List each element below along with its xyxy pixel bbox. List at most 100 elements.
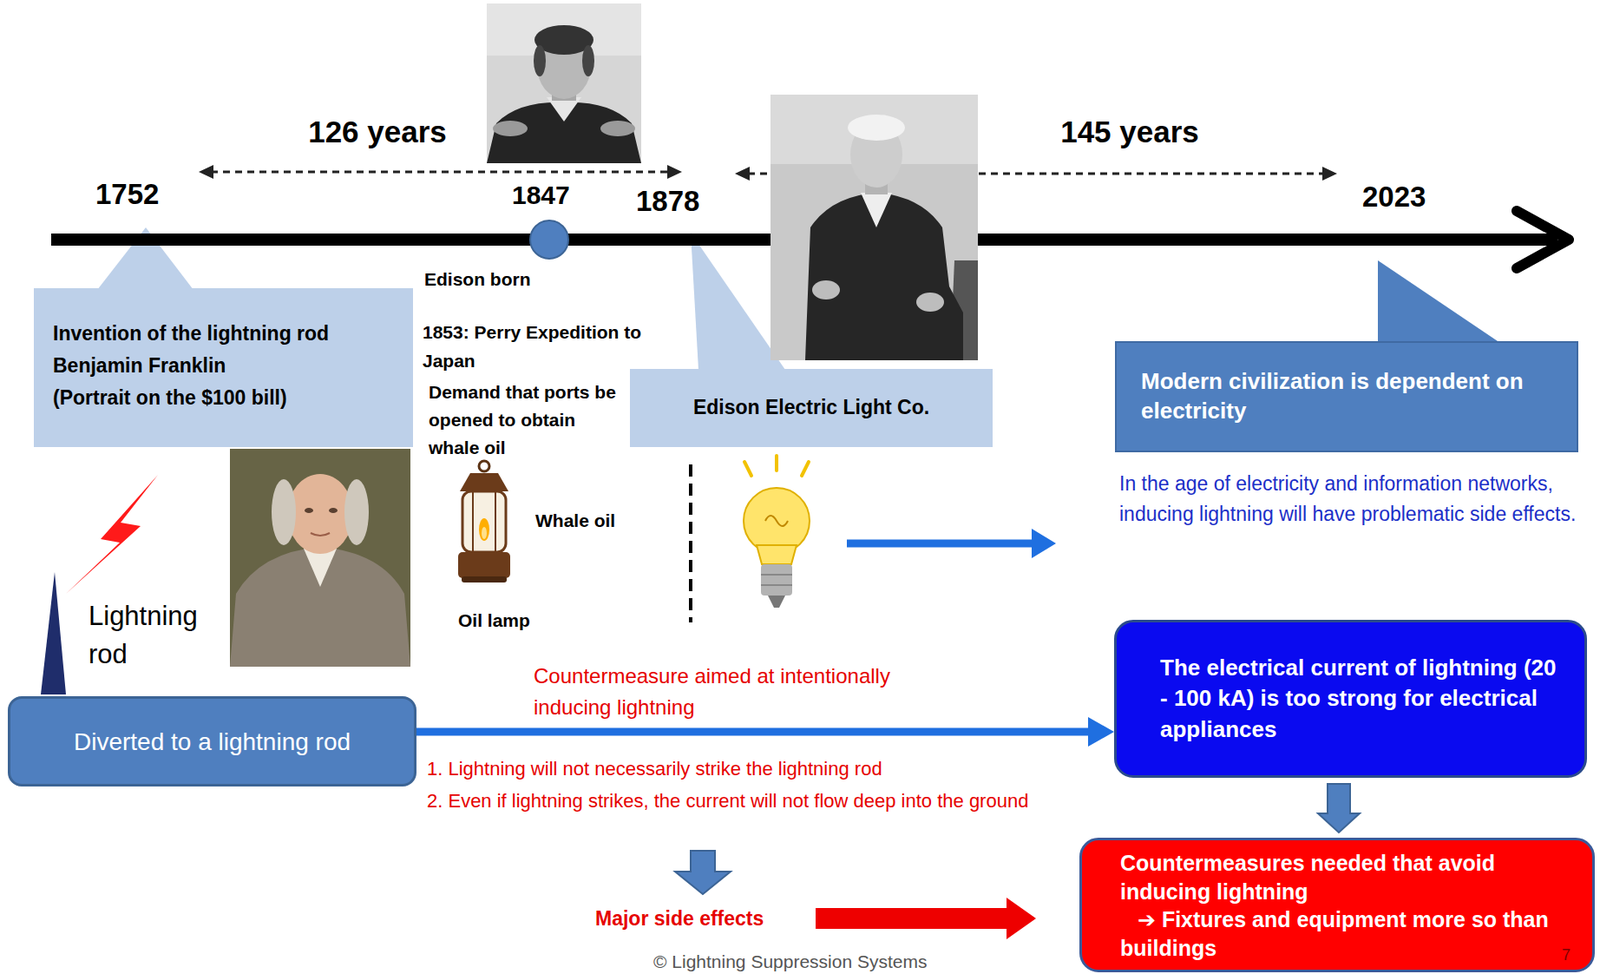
portrait-franklin	[304, 507, 314, 513]
portrait-edison	[770, 94, 978, 361]
timeline-dot	[530, 220, 569, 259]
timeline-axis	[1516, 210, 1569, 269]
flow-arrow	[846, 539, 1035, 548]
dashed-marker	[690, 464, 692, 623]
oil-lamp-icon	[472, 491, 474, 552]
flow-arrow	[846, 528, 1056, 558]
light-bulb-icon	[760, 563, 793, 596]
callout-text: Benjamin Franklin	[52, 349, 400, 382]
icon-label: Lightning rod	[88, 596, 223, 674]
icon-label: Oil lamp	[458, 609, 531, 631]
light-bulb-icon	[774, 455, 779, 471]
connector-arrow	[416, 716, 1115, 747]
light-bulb-icon	[801, 461, 809, 476]
page-number: 7	[1561, 945, 1571, 964]
callout-box: Modern civilization is dependent on elec…	[1114, 340, 1579, 453]
light-bulb-icon	[744, 461, 752, 476]
portrait-edison	[770, 94, 978, 361]
block-arrow	[1318, 783, 1360, 833]
year-label: 1752	[95, 177, 159, 211]
copyright-label: © Lightning Suppression Systems	[653, 950, 927, 972]
lightning-bolt	[65, 474, 158, 594]
portrait-edison	[805, 192, 964, 361]
oil-lamp-icon	[458, 460, 511, 583]
portrait-perry	[492, 120, 528, 137]
portrait-perry	[486, 3, 642, 56]
year-label: 2023	[1362, 180, 1426, 214]
box-text: Diverted to a lightning rod	[73, 726, 351, 757]
block-arrow	[675, 850, 731, 894]
portrait-franklin	[229, 448, 411, 667]
lightning-bolt	[65, 474, 158, 594]
process-box: Diverted to a lightning rod	[7, 695, 417, 787]
light-bulb-icon	[756, 544, 797, 564]
oil-lamp-icon	[461, 576, 507, 583]
light-bulb-icon	[765, 515, 788, 526]
portrait-perry	[533, 45, 546, 77]
timeline-dot	[530, 220, 569, 259]
oil-lamp-icon	[494, 491, 497, 552]
light-bulb-icon	[760, 573, 793, 576]
event-note: Demand that ports be opened to obtain wh…	[428, 378, 622, 462]
light-bulb-icon	[743, 487, 810, 554]
portrait-edison	[847, 114, 905, 141]
callout-box: Edison Electric Light Co.	[629, 368, 993, 447]
light-bulb-icon	[760, 583, 793, 586]
callout-box: Invention of the lightning rodBenjamin F…	[33, 288, 414, 447]
event-note: Edison born	[424, 268, 532, 290]
span-arrow	[198, 164, 1338, 181]
oil-lamp-icon	[478, 460, 490, 472]
callout-text: Invention of the lightning rod	[52, 317, 400, 350]
callout-text: (Portrait on the $100 bill)	[52, 381, 400, 414]
oil-lamp-icon	[462, 491, 506, 552]
warning-box: The electrical current of lightning (20 …	[1114, 619, 1587, 778]
box-text: The electrical current of lightning (20 …	[1160, 652, 1568, 745]
effect-label: Major side effects	[595, 906, 764, 931]
portrait-franklin	[344, 478, 369, 545]
problem-note: 1. Lightning will not necessarily strike…	[426, 757, 1087, 781]
red-arrow	[815, 897, 1037, 939]
oil-lamp-icon	[459, 472, 509, 492]
block-arrow	[675, 850, 731, 894]
connector-arrow	[1318, 783, 1360, 833]
portrait-perry	[546, 97, 582, 122]
oil-lamp-icon	[481, 526, 487, 539]
callout-text: Modern civilization is dependent on elec…	[1140, 367, 1563, 427]
portrait-franklin	[287, 473, 354, 554]
portrait-franklin	[303, 548, 337, 587]
span-arrow	[210, 170, 670, 174]
portrait-edison	[916, 292, 945, 312]
event-note: 1853: Perry Expedition to Japan	[422, 317, 683, 375]
portrait-franklin	[310, 532, 330, 536]
span-arrow	[734, 166, 750, 181]
lightning-rod-symbol	[40, 571, 66, 695]
conclusion-box: Countermeasures needed that avoid induci…	[1079, 837, 1595, 972]
span-arrow	[198, 164, 214, 179]
portrait-edison	[812, 280, 840, 300]
oil-lamp-icon	[478, 518, 490, 541]
portrait-perry	[486, 3, 642, 164]
portrait-perry	[486, 3, 642, 164]
dashed-marker	[688, 464, 693, 623]
portrait-franklin	[229, 448, 411, 667]
year-label: 1847	[511, 180, 571, 210]
box-text: Countermeasures needed that avoid induci…	[1120, 848, 1579, 905]
flow-arrow	[1031, 528, 1056, 558]
portrait-edison	[860, 192, 892, 228]
connector-label: Countermeasure aimed at intentionally in…	[533, 660, 899, 723]
span-arrow	[1322, 166, 1338, 181]
portrait-franklin	[328, 507, 338, 513]
span-arrow	[667, 164, 682, 179]
year-label: 1878	[636, 184, 700, 218]
callout-pointer	[1377, 260, 1501, 343]
oil-lamp-icon	[458, 551, 511, 578]
light-bulb-icon	[743, 455, 810, 608]
portrait-franklin	[229, 546, 411, 667]
portrait-franklin	[271, 478, 296, 545]
lightning-rod-symbol	[40, 571, 66, 695]
note-text: In the age of electricity and informatio…	[1119, 468, 1580, 530]
connector-line	[416, 727, 1092, 736]
portrait-perry	[600, 120, 636, 137]
portrait-perry	[582, 45, 595, 77]
span-label: 126 years	[290, 114, 465, 150]
